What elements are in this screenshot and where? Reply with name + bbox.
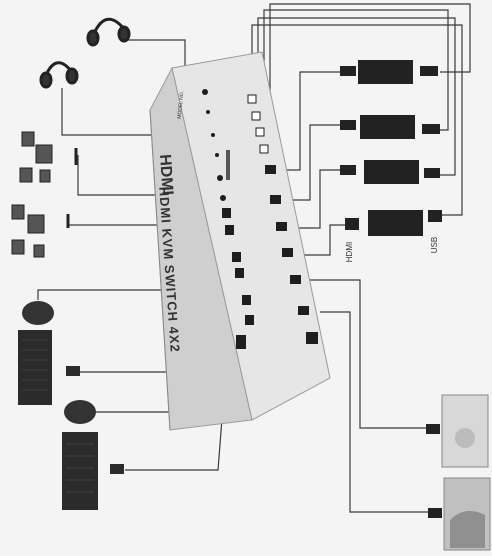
computer-2 [340,115,440,139]
speaker-set-1 [19,131,53,183]
usb-device-ports [222,208,254,349]
mouse-2 [64,400,96,424]
usb-b-port-4 [259,144,269,154]
cable-usb-pc-4 [269,3,471,150]
keyboard-icon [18,330,52,405]
audio-panel [202,89,230,201]
speaker-set-2 [11,204,45,258]
cable-hdmi-pc-4 [292,224,345,256]
keyboard-icon [62,432,98,510]
hdmi-out-1 [290,275,301,284]
computer-icon [368,210,423,236]
usb-port-3 [232,252,241,262]
cable-hdmi-pc-1 [275,71,340,171]
usb-port-6 [245,315,254,325]
brand-logo: HDMI [156,154,176,196]
usb-b-port-2 [251,111,261,121]
usb-port-1 [222,208,231,218]
monitor-2 [428,477,491,551]
computer-3 [340,160,440,184]
hdmi-ports [265,165,318,344]
computer-4 [345,210,442,236]
computer-1 [340,60,438,84]
monitor-1 [426,394,489,468]
hdmi-in-2 [270,195,281,204]
led-strip [226,150,230,180]
speaker-icon [11,204,25,220]
audio-jack-2 [206,110,210,114]
cable-hdmi-pc-3 [285,169,340,229]
cable-hdmi-pc-2 [280,124,340,201]
computer-icon [358,60,413,84]
cable-usb-pc-2 [257,17,456,176]
audio-jack-3 [211,133,215,137]
audio-jack-6 [220,195,226,201]
headphone-1 [86,17,131,47]
computer-icon [364,160,419,184]
cable-monitor-2 [320,311,428,513]
audio-jack-4 [215,153,219,157]
usb-port-4 [235,268,244,278]
kvm-switch: HDMI KVM SWITCH 4X2 HDMI MODEL NO. [149,51,331,431]
hdmi-in-1 [265,165,276,174]
speaker-icon [21,131,35,147]
computer-icon [360,115,415,139]
keyboard-2 [62,432,124,510]
usb-b-port-3 [255,127,265,137]
usb-port-5 [242,295,251,305]
hdmi-out-2 [298,306,309,315]
cable-usb-pc-3 [263,9,449,140]
power-port [236,335,246,349]
switch-edge [149,109,171,431]
cable-monitor-1 [310,279,428,429]
model-number: MODEL NO. [177,91,186,119]
headphone-2 [39,61,79,89]
keyboard-1 [18,330,80,405]
audio-jack-1 [202,89,208,95]
hdmi-in-3 [276,222,287,231]
audio-jack-5 [217,175,223,181]
usb-host-ports [247,94,269,154]
mouse-icon [22,301,54,325]
dc-in [306,332,318,344]
usb-port-2 [225,225,234,235]
model-label-group: MODEL NO. [177,91,186,119]
mouse-1 [22,301,54,325]
usb-b-port-1 [247,94,257,104]
usb-label: USB [430,237,439,253]
hdmi-label: HDMI [345,242,354,262]
mouse-icon [64,400,96,424]
hdmi-in-4 [282,248,293,257]
